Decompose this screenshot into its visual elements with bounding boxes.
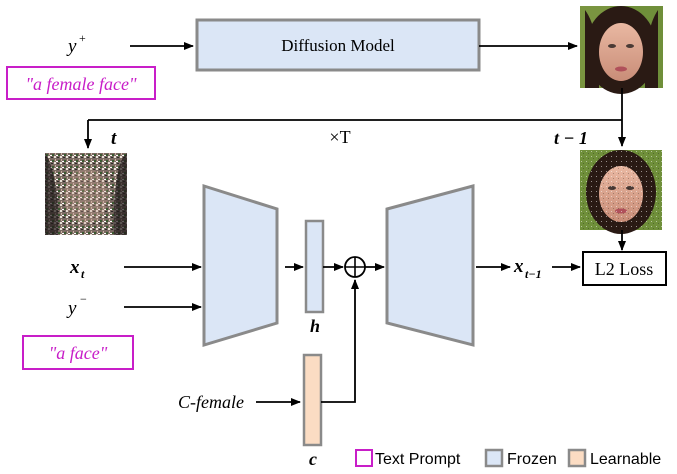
decoder-block <box>385 184 475 347</box>
c-label: c <box>309 449 317 469</box>
slightly-noisy-face-image <box>580 150 662 234</box>
legend-text-prompt-swatch <box>355 449 373 467</box>
legend-frozen-swatch <box>484 448 504 468</box>
c-female-label: C-female <box>178 392 244 412</box>
svg-text:"a female face": "a female face" <box>25 74 137 94</box>
face-image <box>580 6 663 94</box>
svg-text:−: − <box>80 292 87 306</box>
sum-node <box>344 256 366 278</box>
y-plus-label: y + <box>66 31 86 57</box>
svg-text:t: t <box>81 267 85 281</box>
t-label: t <box>111 128 117 149</box>
svg-text:L2 Loss: L2 Loss <box>595 259 654 279</box>
svg-text:y: y <box>66 36 77 57</box>
svg-text:x: x <box>513 256 524 277</box>
legend: Text Prompt Frozen Learnable <box>355 448 661 468</box>
x-t-label: x t <box>69 257 85 281</box>
arrow-c-to-sum <box>321 279 359 403</box>
legend-learnable-swatch <box>567 448 587 468</box>
svg-text:"a face": "a face" <box>49 343 108 363</box>
diffusion-model-box: Diffusion Model <box>195 18 481 72</box>
times-T-label: ×T <box>329 127 350 147</box>
h-bottleneck-block <box>304 219 325 314</box>
svg-text:x: x <box>69 257 80 278</box>
svg-text:Diffusion Model: Diffusion Model <box>281 36 395 55</box>
prompt-face-box: "a face" <box>22 335 134 370</box>
noisy-face-image <box>45 153 127 235</box>
svg-text:+: + <box>79 31 86 45</box>
legend-learnable-label: Learnable <box>590 451 661 468</box>
svg-text:y: y <box>66 298 77 319</box>
c-learnable-block <box>302 353 323 447</box>
x-t-minus-1-label: x t−1 <box>513 256 542 281</box>
svg-text:t−1: t−1 <box>525 267 542 281</box>
encoder-block <box>202 183 279 348</box>
legend-text-prompt-label: Text Prompt <box>375 451 461 468</box>
t-minus-1-label: t − 1 <box>554 128 588 148</box>
y-minus-label: y − <box>66 292 87 319</box>
l2-loss-box: L2 Loss <box>582 251 667 286</box>
h-label: h <box>310 316 320 336</box>
prompt-female-box: "a female face" <box>6 66 156 100</box>
legend-frozen-label: Frozen <box>507 451 557 468</box>
